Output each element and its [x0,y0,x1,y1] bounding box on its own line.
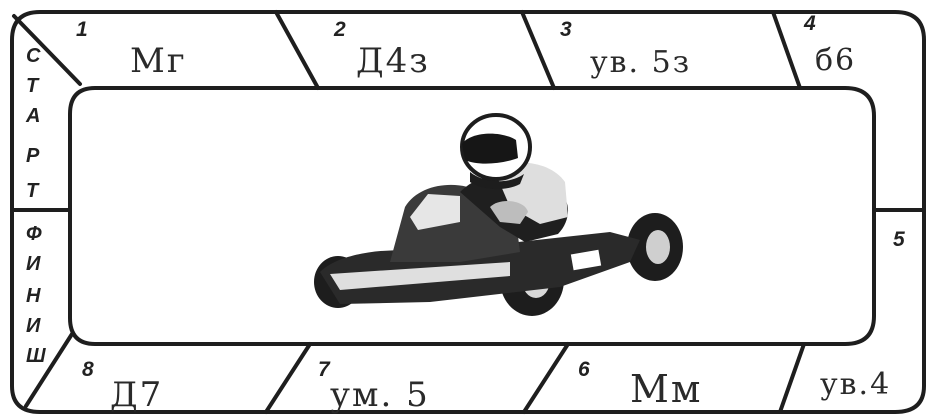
divider-bottom-6-4 [780,344,804,412]
divider-bottom-8-7 [266,344,310,412]
start-label: С Т А Р Т [25,45,41,202]
cell-4-number: 4 [803,12,816,35]
finish-letter: Ш [26,345,46,367]
divider-top-1-2 [276,12,318,88]
cell-4-note: б6 [815,43,856,78]
cell-5-number: 5 [893,228,905,251]
cell-6-note: Мм [630,367,702,411]
divider-top-3-4 [773,12,800,88]
cell-2-note: Д4з [356,41,430,81]
cell-3-number: 3 [560,18,572,41]
start-letter: А [25,105,40,127]
cell-8-note: Д7 [110,375,163,415]
cell-1-note: Мг [130,41,187,81]
cell-1-number: 1 [76,18,88,41]
cell-3-note: ув. 5з [590,45,691,80]
start-letter: Р [26,145,40,167]
divider-bottom-7-6 [524,344,568,412]
finish-letter: И [26,315,41,337]
divider-top-2-3 [522,12,554,88]
finish-label: Ф И Н И Ш [26,223,46,367]
finish-letter: Н [26,285,41,307]
divider-start-corner [14,16,80,84]
cell-9-note: ув.4 [820,367,891,402]
finish-letter: И [26,253,41,275]
start-letter: Т [26,180,40,202]
cell-6-number: 6 [578,358,590,381]
start-letter: С [26,45,41,67]
cell-8-number: 8 [82,358,94,381]
cell-7-note: ум. 5 [330,375,430,415]
cell-2-number: 2 [333,18,346,41]
start-letter: Т [26,75,40,97]
finish-letter: Ф [26,223,42,245]
go-kart-racer-icon [314,115,683,316]
